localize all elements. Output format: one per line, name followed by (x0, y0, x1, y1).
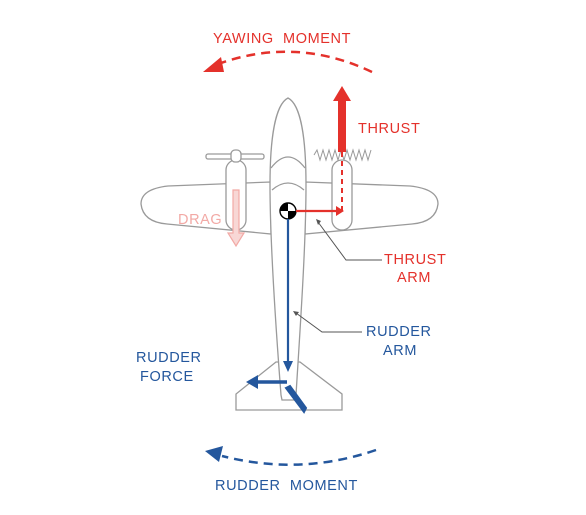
thrust-arm-label-line2: ARM (397, 270, 431, 286)
thrust-arm-leader (317, 221, 382, 261)
leader-lines (293, 219, 382, 333)
deflected-rudder (284, 384, 308, 414)
rudder-arm-label-line2: ARM (383, 343, 417, 359)
canopy-frame (271, 182, 305, 191)
yawing-moment-label: YAWING MOMENT (213, 31, 351, 47)
rudder-arm-label-line1: RUDDER (366, 324, 432, 340)
drag-label: DRAG (178, 212, 222, 228)
canopy (270, 156, 306, 169)
center-of-gravity-icon (279, 202, 297, 220)
rudder-vectors (246, 219, 308, 414)
drag-arrow (226, 189, 246, 248)
left-spinner (230, 149, 242, 163)
yawing-moment-arc (217, 50, 373, 74)
rudder-arm-leader (295, 312, 362, 333)
rudder-force-arrow (246, 375, 258, 389)
thrust-arm-label-line1: THRUST (384, 252, 446, 268)
thrust-arrow (333, 86, 351, 152)
rudder-moment-label: RUDDER MOMENT (215, 478, 358, 494)
thrust-label: THRUST (358, 121, 420, 137)
rudder-moment-arrowhead (205, 446, 223, 462)
rudder-force-label-line2: FORCE (140, 369, 194, 385)
thrust-vectors (296, 86, 351, 216)
right-wing (304, 181, 439, 235)
rudder-moment-arc (221, 448, 377, 466)
yawing-moment-arrowhead (203, 57, 224, 72)
rudder-force-label-line1: RUDDER (136, 350, 202, 366)
